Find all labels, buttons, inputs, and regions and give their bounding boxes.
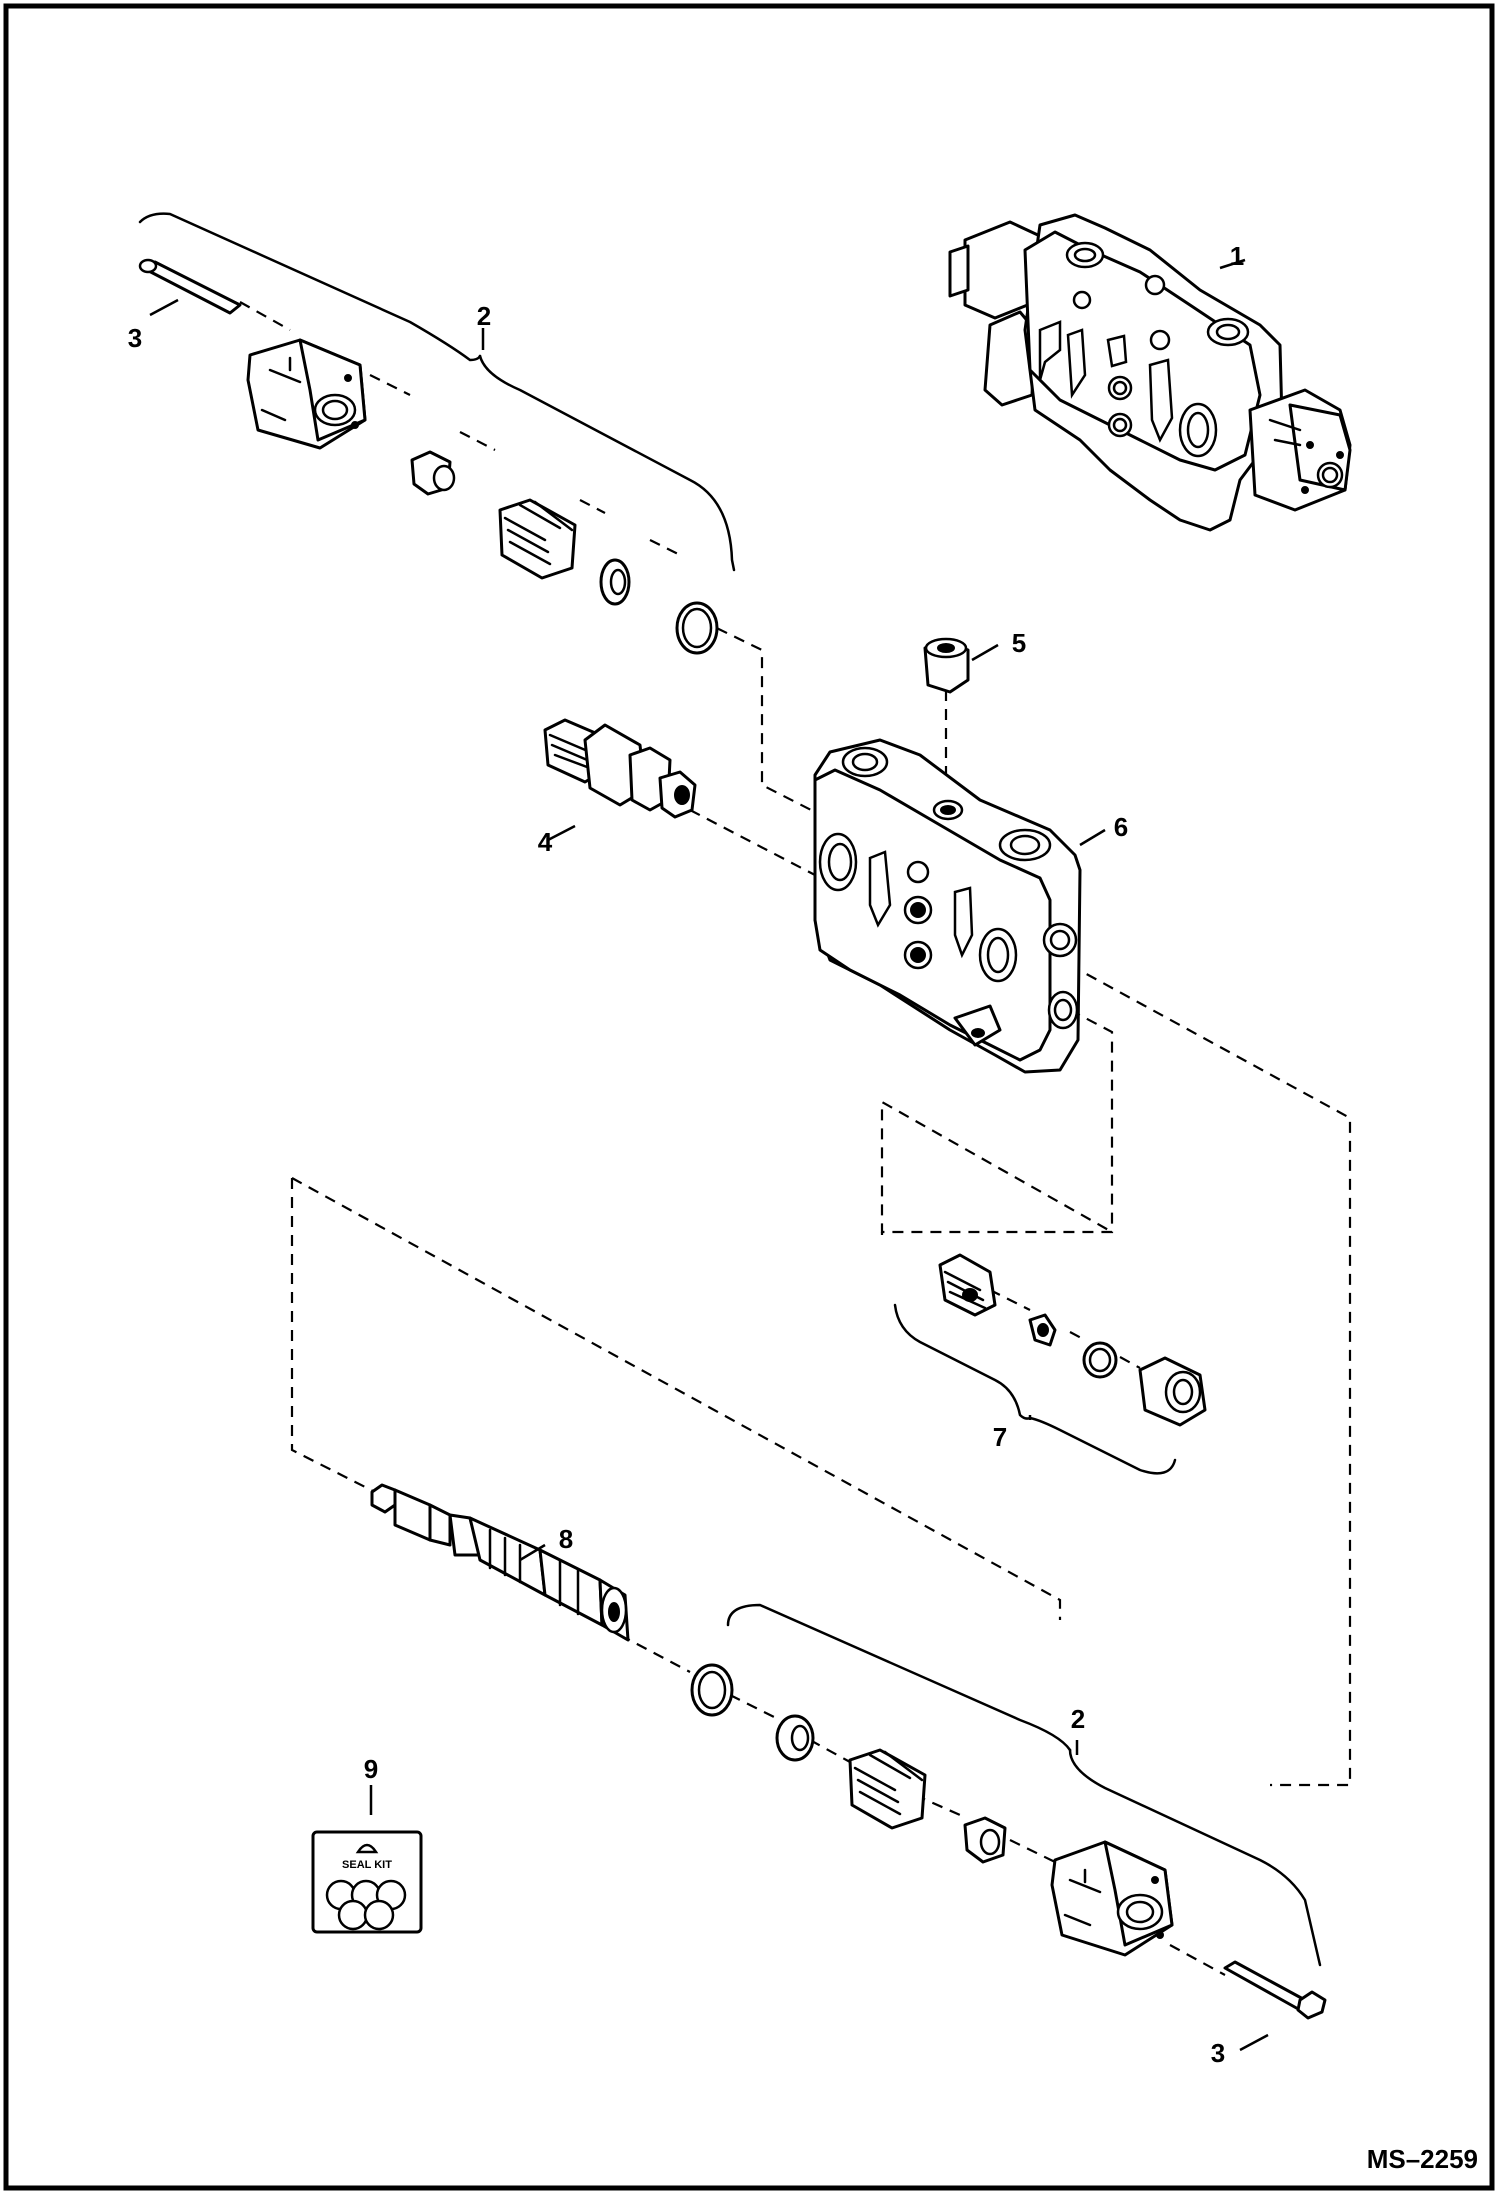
page-border xyxy=(3,3,1495,2191)
drawing-number: MS–2259 xyxy=(1367,2144,1478,2174)
spring xyxy=(848,1748,927,1830)
callout-7: 7 xyxy=(993,1422,1007,1452)
seal-kit-label: SEAL KIT xyxy=(342,1859,392,1871)
plug-part xyxy=(923,637,999,694)
valve-assembly-part xyxy=(948,213,1352,532)
spring-kit-top xyxy=(138,212,736,655)
callout-3-top: 3 xyxy=(128,323,142,353)
spring-kit-bottom xyxy=(690,1603,1327,2052)
callouts: 1 2 3 5 4 6 7 8 9 2 3 xyxy=(128,241,1244,2068)
section-body-part xyxy=(813,738,1106,1074)
seal-kit-part: SEAL KIT xyxy=(311,1785,423,1934)
callout-3-bottom: 3 xyxy=(1211,2038,1225,2068)
bolt-top xyxy=(138,258,242,315)
callout-4: 4 xyxy=(538,827,553,857)
callout-2-top: 2 xyxy=(477,301,491,331)
check-valve-kit xyxy=(893,1253,1207,1475)
callout-2-bottom: 2 xyxy=(1071,1704,1085,1734)
bolt-bottom xyxy=(1223,1960,1327,2020)
alignment-lines xyxy=(239,301,1352,1976)
spring xyxy=(498,498,577,580)
spool-part xyxy=(370,1483,630,1642)
callout-9: 9 xyxy=(364,1754,378,1784)
relief-valve-part xyxy=(543,718,697,842)
callout-8: 8 xyxy=(559,1524,573,1554)
callout-6: 6 xyxy=(1114,812,1128,842)
callout-5: 5 xyxy=(1012,628,1026,658)
callout-1: 1 xyxy=(1230,241,1244,271)
